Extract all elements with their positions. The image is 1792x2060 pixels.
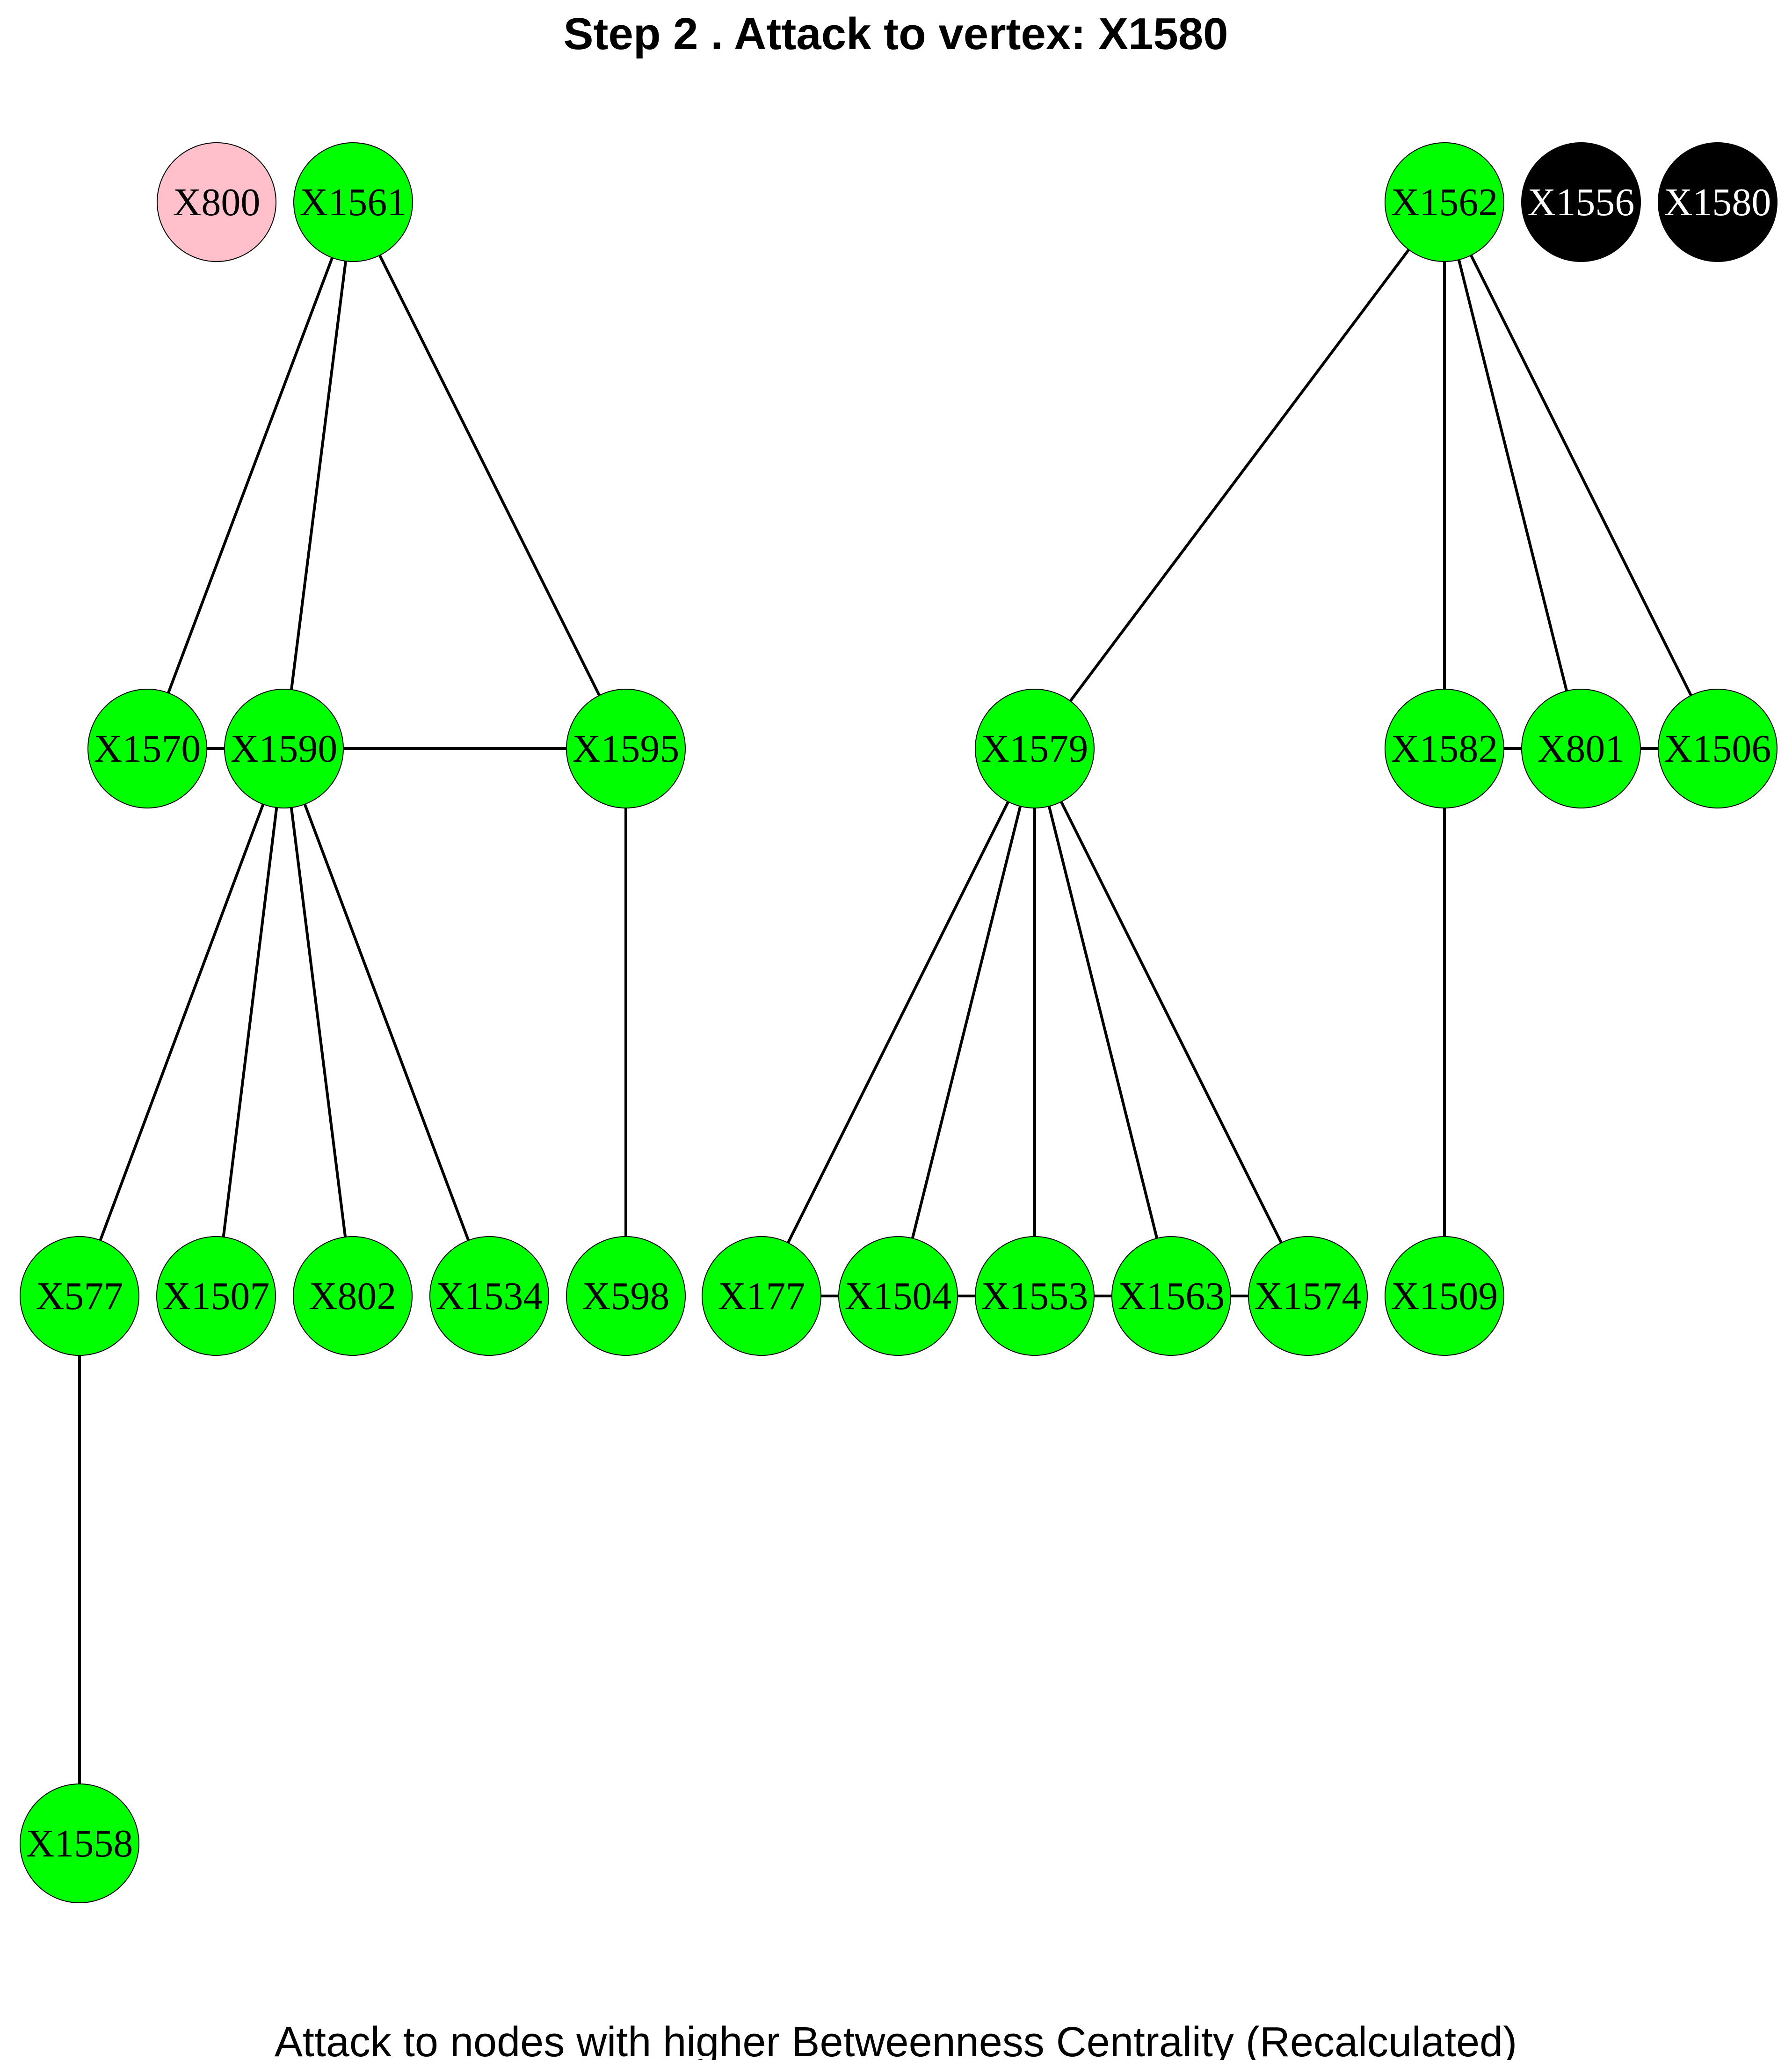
node-circle bbox=[1658, 142, 1777, 262]
node-X1562: X1562 bbox=[1385, 142, 1504, 262]
node-circle bbox=[224, 689, 344, 808]
node-label: X1562 bbox=[1391, 181, 1498, 224]
edge-X1590-X1534 bbox=[303, 803, 470, 1241]
node-circle bbox=[1385, 689, 1504, 808]
edge-X1590-X802 bbox=[290, 807, 347, 1237]
node-X802: X802 bbox=[293, 1236, 413, 1356]
node-X1574: X1574 bbox=[1248, 1236, 1368, 1356]
edges-layer bbox=[78, 248, 1692, 1784]
node-label: X1590 bbox=[231, 727, 338, 771]
node-X1570: X1570 bbox=[87, 689, 207, 808]
node-label: X1561 bbox=[300, 181, 407, 224]
node-X1506: X1506 bbox=[1658, 689, 1777, 808]
edge-X1579-X1574 bbox=[1060, 801, 1283, 1244]
node-X1595: X1595 bbox=[566, 689, 686, 808]
node-X1534: X1534 bbox=[429, 1236, 549, 1356]
node-circle bbox=[1385, 142, 1504, 262]
node-X1504: X1504 bbox=[838, 1236, 958, 1356]
node-circle bbox=[429, 1236, 549, 1356]
node-label: X1570 bbox=[94, 727, 201, 771]
node-label: X1504 bbox=[845, 1274, 952, 1318]
node-label: X1595 bbox=[573, 727, 680, 771]
node-circle bbox=[1658, 689, 1777, 808]
node-label: X1534 bbox=[436, 1274, 543, 1318]
node-circle bbox=[566, 689, 686, 808]
node-label: X802 bbox=[309, 1274, 397, 1318]
node-circle bbox=[293, 142, 413, 262]
edge-X1590-X577 bbox=[99, 803, 265, 1241]
node-circle bbox=[566, 1236, 686, 1356]
node-label: X1507 bbox=[163, 1274, 270, 1318]
node-label: X1558 bbox=[26, 1822, 133, 1865]
node-label: X1553 bbox=[981, 1274, 1088, 1318]
node-label: X1509 bbox=[1391, 1274, 1498, 1318]
node-X1507: X1507 bbox=[156, 1236, 276, 1356]
node-circle bbox=[87, 689, 207, 808]
node-circle bbox=[1111, 1236, 1231, 1356]
node-circle bbox=[293, 1236, 413, 1356]
node-circle bbox=[1521, 142, 1641, 262]
node-X1556: X1556 bbox=[1521, 142, 1641, 262]
node-X1558: X1558 bbox=[20, 1783, 139, 1903]
edge-X1561-X1595 bbox=[378, 255, 601, 696]
edge-X1562-X1579 bbox=[1069, 248, 1410, 702]
node-X577: X577 bbox=[20, 1236, 139, 1356]
diagram-title: Step 2 . Attack to vertex: X1580 bbox=[563, 9, 1228, 59]
node-circle bbox=[1385, 1236, 1504, 1356]
node-X801: X801 bbox=[1521, 689, 1641, 808]
node-label: X1506 bbox=[1664, 727, 1771, 771]
edge-X1579-X1504 bbox=[911, 806, 1022, 1239]
edge-X1562-X1506 bbox=[1470, 255, 1692, 696]
node-X598: X598 bbox=[566, 1236, 686, 1356]
node-label: X1563 bbox=[1118, 1274, 1225, 1318]
node-label: X800 bbox=[173, 181, 261, 224]
node-X1563: X1563 bbox=[1111, 1236, 1231, 1356]
node-X177: X177 bbox=[702, 1236, 821, 1356]
node-circle bbox=[975, 1236, 1095, 1356]
node-X800: X800 bbox=[157, 142, 276, 262]
node-circle bbox=[1521, 689, 1641, 808]
edge-X1561-X1570 bbox=[167, 257, 334, 694]
node-label: X177 bbox=[718, 1274, 805, 1318]
node-X1579: X1579 bbox=[975, 689, 1095, 808]
edge-X1562-X801 bbox=[1457, 259, 1568, 692]
node-label: X801 bbox=[1538, 727, 1625, 771]
diagram-caption: Attack to nodes with higher Betweenness … bbox=[275, 2019, 1517, 2060]
node-circle bbox=[156, 1236, 276, 1356]
edge-X1561-X1590 bbox=[290, 261, 348, 690]
edge-X1579-X1563 bbox=[1047, 806, 1159, 1239]
node-X1561: X1561 bbox=[293, 142, 413, 262]
node-X1590: X1590 bbox=[224, 689, 344, 808]
node-label: X1556 bbox=[1528, 181, 1635, 224]
node-circle bbox=[975, 689, 1095, 808]
node-circle bbox=[838, 1236, 958, 1356]
node-circle bbox=[157, 142, 276, 262]
node-X1509: X1509 bbox=[1385, 1236, 1504, 1356]
node-label: X1580 bbox=[1664, 181, 1771, 224]
node-circle bbox=[702, 1236, 821, 1356]
node-circle bbox=[1248, 1236, 1368, 1356]
node-label: X1582 bbox=[1391, 727, 1498, 771]
node-X1582: X1582 bbox=[1385, 689, 1504, 808]
node-X1580: X1580 bbox=[1658, 142, 1777, 262]
node-X1553: X1553 bbox=[975, 1236, 1095, 1356]
edge-X1579-X177 bbox=[787, 801, 1009, 1244]
node-label: X1579 bbox=[981, 727, 1088, 771]
node-circle bbox=[20, 1783, 139, 1903]
node-label: X577 bbox=[36, 1274, 123, 1318]
edge-X1590-X1507 bbox=[222, 807, 278, 1237]
node-circle bbox=[20, 1236, 139, 1356]
node-label: X1574 bbox=[1255, 1274, 1362, 1318]
node-label: X598 bbox=[582, 1274, 670, 1318]
